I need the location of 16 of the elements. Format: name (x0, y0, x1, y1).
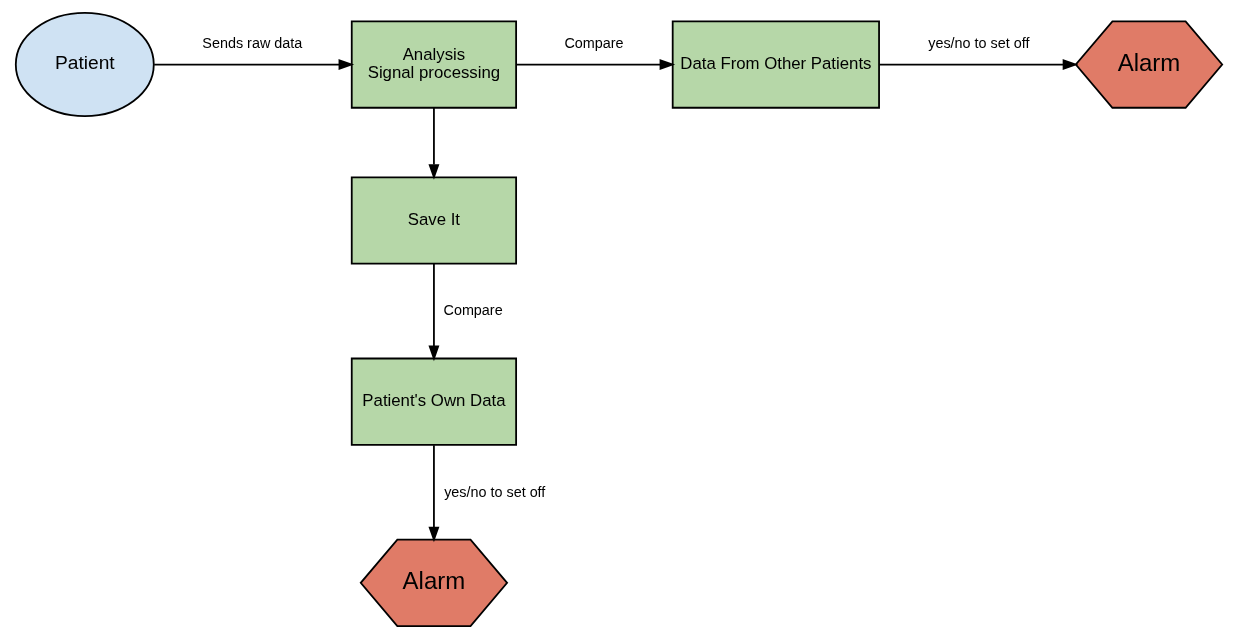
arrow (877, 59, 1078, 70)
node-ellipse: Patient (14, 12, 155, 118)
node-box: Save It (350, 176, 517, 265)
edge-label: Compare (443, 302, 503, 319)
arrow (427, 107, 439, 180)
arrow (427, 263, 439, 362)
node-box: Data From Other Patients (671, 20, 880, 109)
node-box: Patient's Own Data (350, 357, 517, 446)
arrow (152, 59, 354, 70)
edge-label: yes/no to set off (443, 483, 545, 500)
edge-label: Compare (563, 34, 624, 51)
edge-label: Sends raw data (201, 34, 302, 51)
arrow (427, 444, 439, 543)
node-box: Analysis Signal processing (350, 20, 517, 109)
edge-label: yes/no to set off (927, 34, 1029, 51)
arrow (514, 59, 675, 70)
